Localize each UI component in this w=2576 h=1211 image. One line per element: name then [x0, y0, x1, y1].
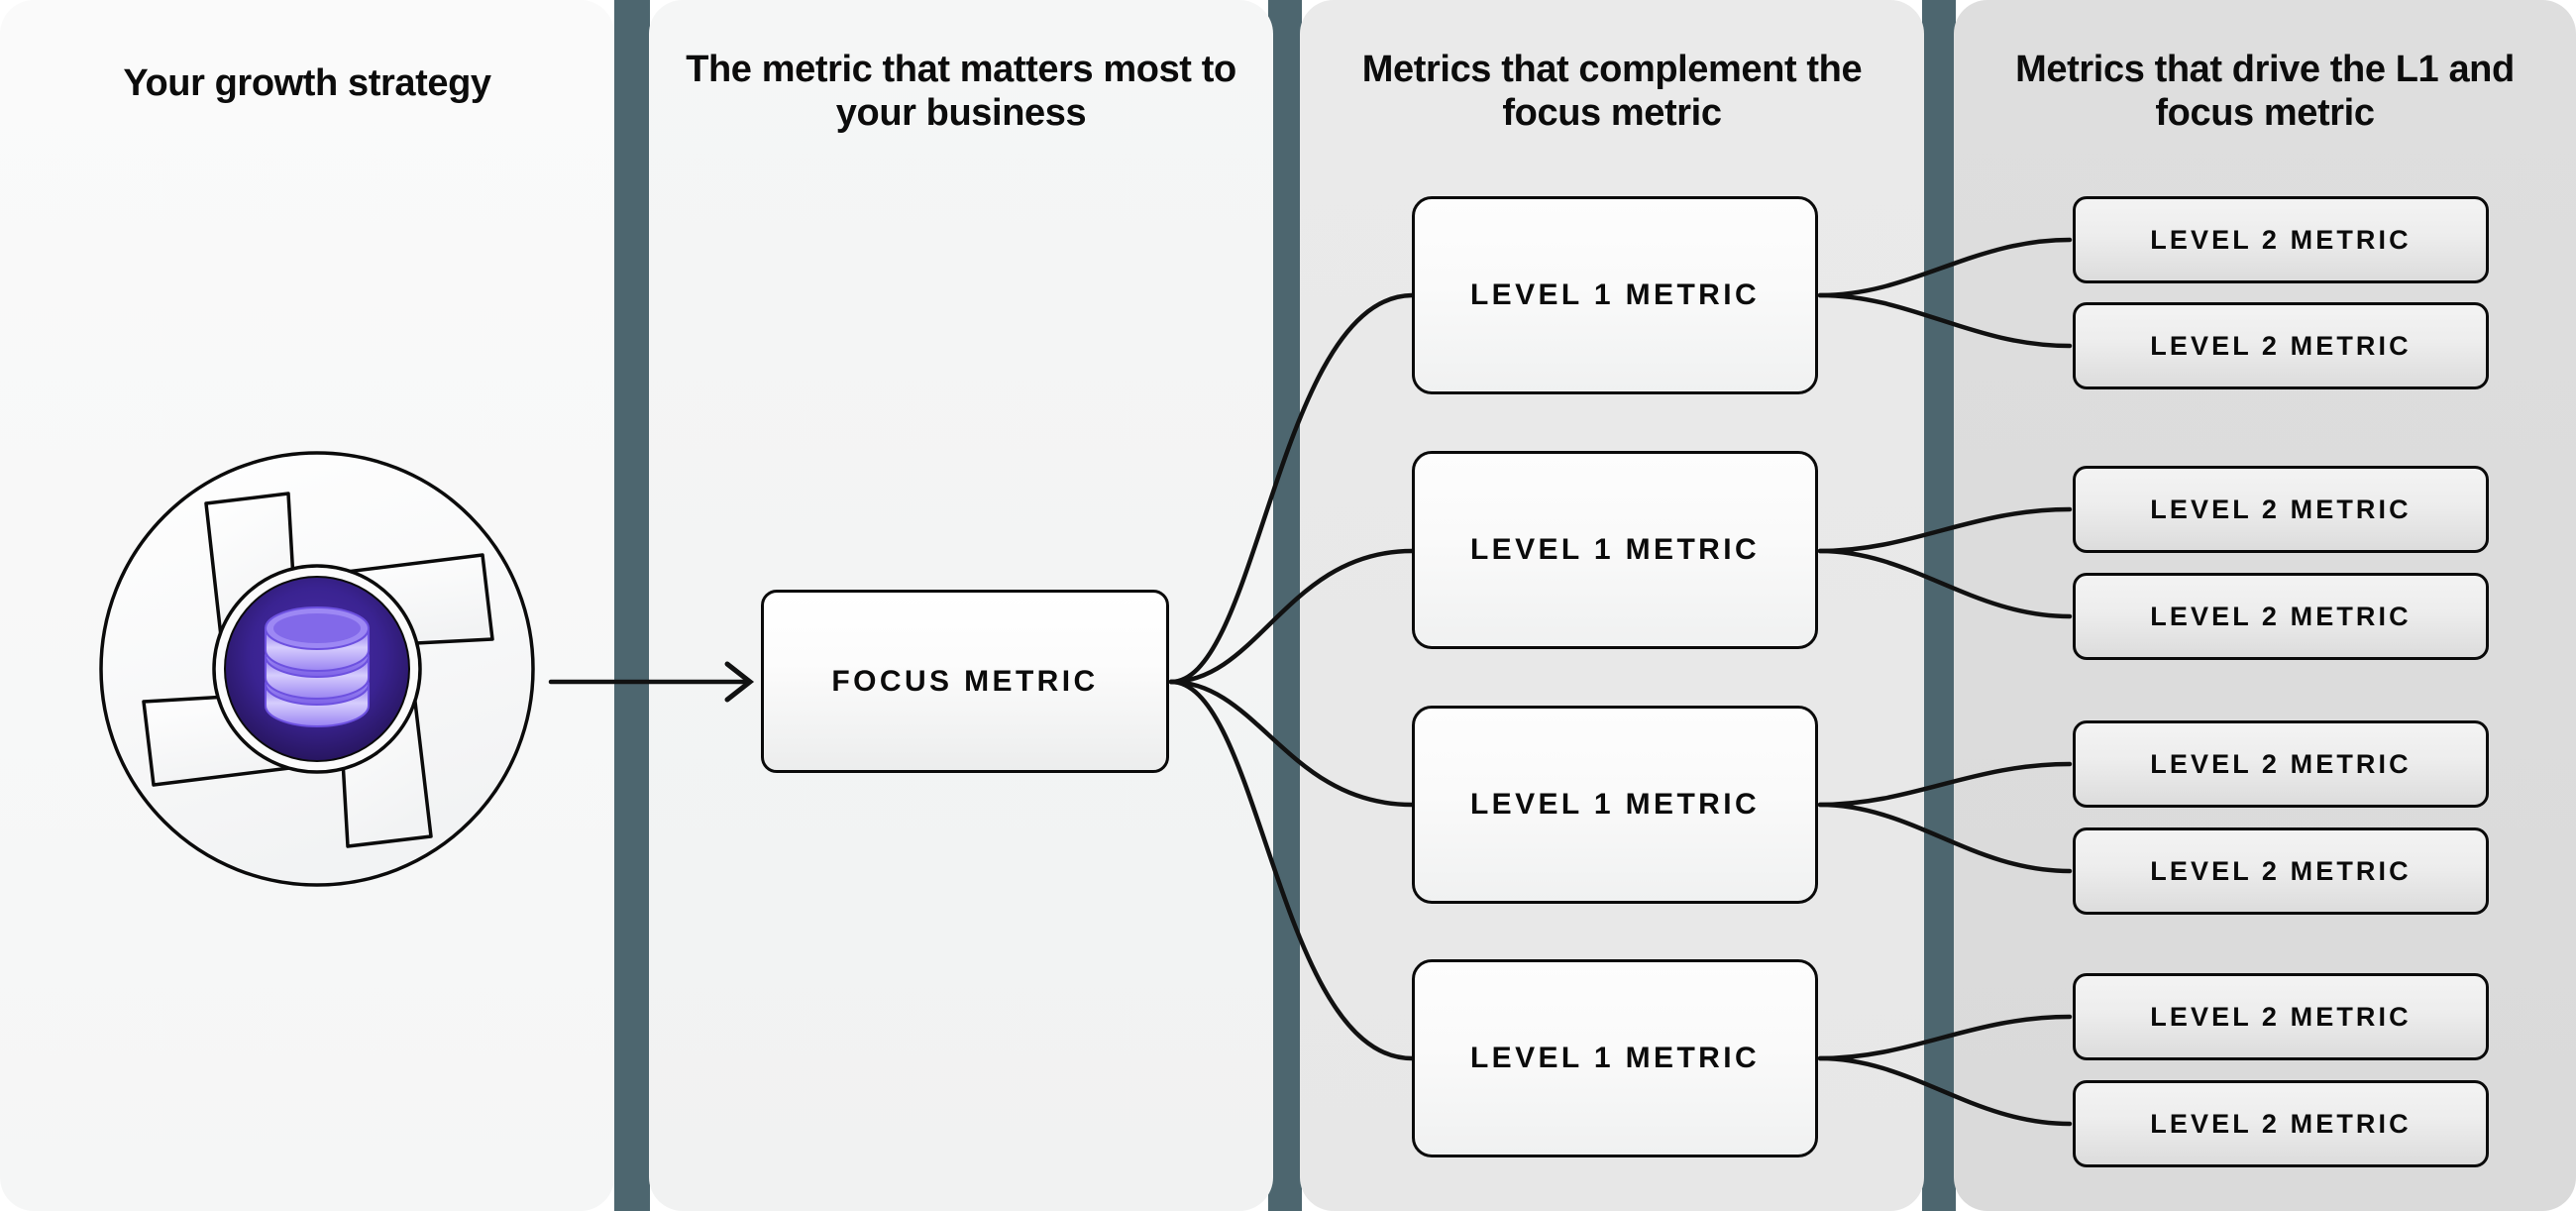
node-label: LEVEL 1 METRIC — [1469, 533, 1761, 566]
node-label: LEVEL 2 METRIC — [2150, 601, 2412, 631]
node-label: LEVEL 1 METRIC — [1469, 788, 1761, 821]
node-label: LEVEL 2 METRIC — [2150, 224, 2412, 255]
column-divider-3 — [1922, 0, 1956, 1211]
column-divider-1 — [614, 0, 650, 1211]
column-header-level-1-metrics: Metrics that complement the focus metric — [1361, 49, 1863, 135]
node-label-focus-metric: FOCUS METRIC — [831, 664, 1099, 698]
node-level-2-metric-6[interactable]: LEVEL 2 METRIC — [2073, 827, 2489, 915]
node-level-2-metric-5[interactable]: LEVEL 2 METRIC — [2073, 720, 2489, 808]
node-focus-metric[interactable]: FOCUS METRIC — [761, 590, 1169, 773]
node-label: LEVEL 1 METRIC — [1469, 1042, 1761, 1074]
node-label: LEVEL 2 METRIC — [2150, 1001, 2412, 1032]
node-label: LEVEL 2 METRIC — [2150, 748, 2412, 779]
node-level-2-metric-4[interactable]: LEVEL 2 METRIC — [2073, 573, 2489, 660]
node-level-2-metric-1[interactable]: LEVEL 2 METRIC — [2073, 196, 2489, 283]
node-level-2-metric-3[interactable]: LEVEL 2 METRIC — [2073, 466, 2489, 553]
growth-strategy-graphic — [84, 436, 550, 902]
node-label: LEVEL 1 METRIC — [1469, 278, 1761, 311]
node-level-1-metric-2[interactable]: LEVEL 1 METRIC — [1412, 451, 1818, 649]
column-header-level-2-metrics: Metrics that drive the L1 and focus metr… — [2015, 49, 2515, 135]
column-header-focus-metric: The metric that matters most to your bus… — [686, 49, 1236, 135]
node-level-2-metric-2[interactable]: LEVEL 2 METRIC — [2073, 302, 2489, 389]
node-level-2-metric-8[interactable]: LEVEL 2 METRIC — [2073, 1080, 2489, 1167]
node-level-1-metric-1[interactable]: LEVEL 1 METRIC — [1412, 196, 1818, 394]
node-level-1-metric-3[interactable]: LEVEL 1 METRIC — [1412, 706, 1818, 904]
database-icon — [265, 606, 370, 727]
node-label: LEVEL 2 METRIC — [2150, 855, 2412, 886]
column-header-growth-strategy: Your growth strategy — [123, 62, 491, 104]
column-divider-2 — [1268, 0, 1302, 1211]
aperture-pinwheel-icon — [99, 451, 535, 887]
node-level-2-metric-7[interactable]: LEVEL 2 METRIC — [2073, 973, 2489, 1060]
node-label: LEVEL 2 METRIC — [2150, 1108, 2412, 1139]
node-label: LEVEL 2 METRIC — [2150, 330, 2412, 361]
node-label: LEVEL 2 METRIC — [2150, 494, 2412, 524]
node-level-1-metric-4[interactable]: LEVEL 1 METRIC — [1412, 959, 1818, 1157]
